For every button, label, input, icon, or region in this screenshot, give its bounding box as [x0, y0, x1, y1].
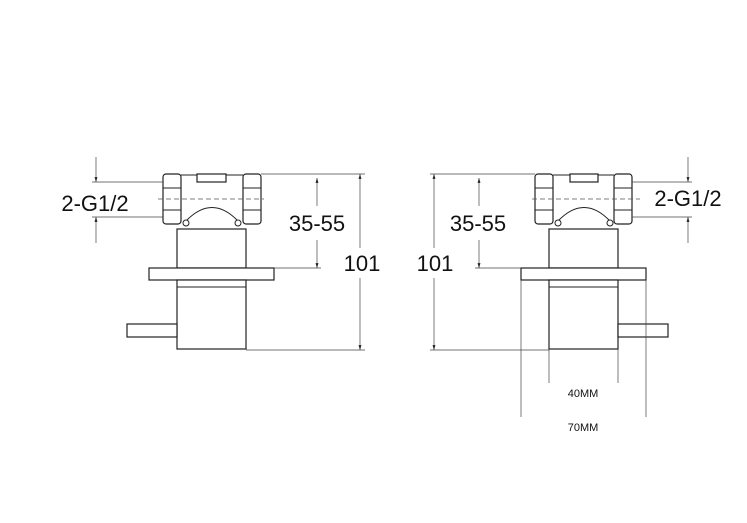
right-valve-view: 40MM 70MM 2-G1/2 35-55 101	[417, 157, 722, 434]
adjust-range-label: 35-55	[450, 211, 506, 236]
handle	[617, 323, 669, 338]
left-valve-view: 2-G1/2 35-55 101	[61, 157, 381, 351]
valve-body	[532, 173, 640, 227]
adjust-range-label: 35-55	[289, 211, 345, 236]
stem	[176, 228, 247, 269]
height-label: 101	[417, 251, 454, 276]
height-label: 101	[344, 251, 381, 276]
body-width-label: 40MM	[568, 388, 599, 400]
lower-body	[548, 279, 619, 350]
thread-size-label: 2-G1/2	[654, 186, 721, 211]
valve-body	[158, 173, 264, 227]
flange	[148, 267, 275, 281]
lower-body	[176, 279, 247, 350]
flange	[520, 267, 647, 281]
stem	[548, 228, 619, 269]
flange-width-label: 70MM	[568, 422, 599, 434]
thread-size-label: 2-G1/2	[61, 191, 128, 216]
handle	[126, 323, 178, 338]
